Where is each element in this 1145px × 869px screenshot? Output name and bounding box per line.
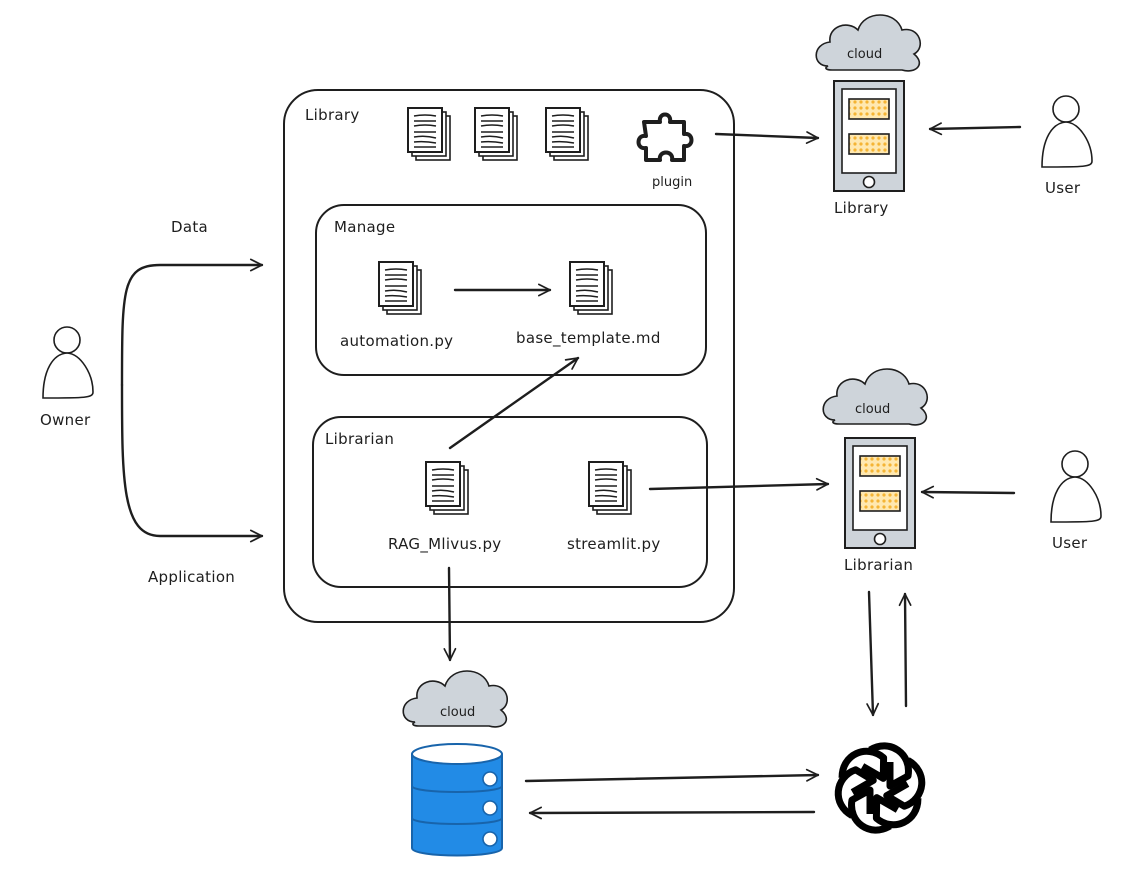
user-person-icon xyxy=(1041,95,1093,168)
library-device-label: Library xyxy=(834,199,889,217)
document-icon xyxy=(474,107,518,161)
library-app: cloud Library User xyxy=(714,14,1093,217)
librarian-group: Librarian RAG_Mlivus.py streamlit.py xyxy=(312,416,708,588)
file-label-rag: RAG_Mlivus.py xyxy=(388,535,501,554)
arrow-rag-to-database xyxy=(443,566,457,662)
document-icon xyxy=(588,461,632,515)
openai-icon xyxy=(834,742,926,834)
library-container-border xyxy=(283,89,735,623)
librarian-device-label: Librarian xyxy=(844,556,913,574)
edge-label-data: Data xyxy=(171,218,208,236)
arrow-user-to-library-app xyxy=(928,122,1022,136)
library-cloud-label: cloud xyxy=(847,47,882,62)
file-label-base-template: base_template.md xyxy=(516,329,661,348)
arrow-user-to-librarian-app xyxy=(920,485,1016,499)
cloud-icon xyxy=(815,14,922,72)
arrow-database-to-llm xyxy=(524,768,820,783)
arrow-owner-data xyxy=(120,258,264,387)
mobile-device-icon xyxy=(844,437,916,549)
user-person-icon xyxy=(1050,450,1102,523)
library-user-label: User xyxy=(1045,179,1081,197)
document-icon xyxy=(425,461,469,515)
owner-label: Owner xyxy=(40,411,91,429)
arrow-librarian-to-llm xyxy=(866,590,880,717)
arrow-llm-to-librarian xyxy=(898,592,912,708)
arrow-plugin-to-library-app xyxy=(714,131,820,144)
arrow-llm-to-database xyxy=(528,806,816,820)
mobile-device-icon xyxy=(833,80,905,192)
document-icon xyxy=(569,261,613,315)
manage-group: Manage automation.py base_template.md xyxy=(315,204,707,376)
plugin-icon xyxy=(636,112,694,162)
manage-group-border xyxy=(315,204,707,376)
arrow-streamlit-to-librarian-app xyxy=(648,477,830,491)
edge-label-application: Application xyxy=(148,568,235,586)
manage-group-label: Manage xyxy=(334,218,395,236)
document-icon xyxy=(378,261,422,315)
arrow-rag-to-template xyxy=(448,356,580,450)
librarian-app: cloud Librarian User xyxy=(648,368,1102,717)
vector-database: cloud xyxy=(402,566,820,857)
owner-person-icon xyxy=(42,326,94,399)
document-icon xyxy=(545,107,589,161)
library-container-label: Library xyxy=(305,106,360,124)
file-label-automation: automation.py xyxy=(340,332,453,350)
plugin-label: plugin xyxy=(652,175,692,190)
arrow-owner-application xyxy=(120,383,264,543)
file-label-streamlit: streamlit.py xyxy=(567,535,661,553)
librarian-cloud-label: cloud xyxy=(855,402,890,417)
owner: Owner Data Application xyxy=(40,218,264,586)
librarian-user-label: User xyxy=(1052,534,1088,552)
database-cloud-label: cloud xyxy=(440,705,475,720)
database-icon xyxy=(411,743,503,857)
librarian-group-border xyxy=(312,416,708,588)
library-container: Library plugin xyxy=(283,89,735,623)
document-icon xyxy=(407,107,451,161)
librarian-group-label: Librarian xyxy=(325,430,394,448)
